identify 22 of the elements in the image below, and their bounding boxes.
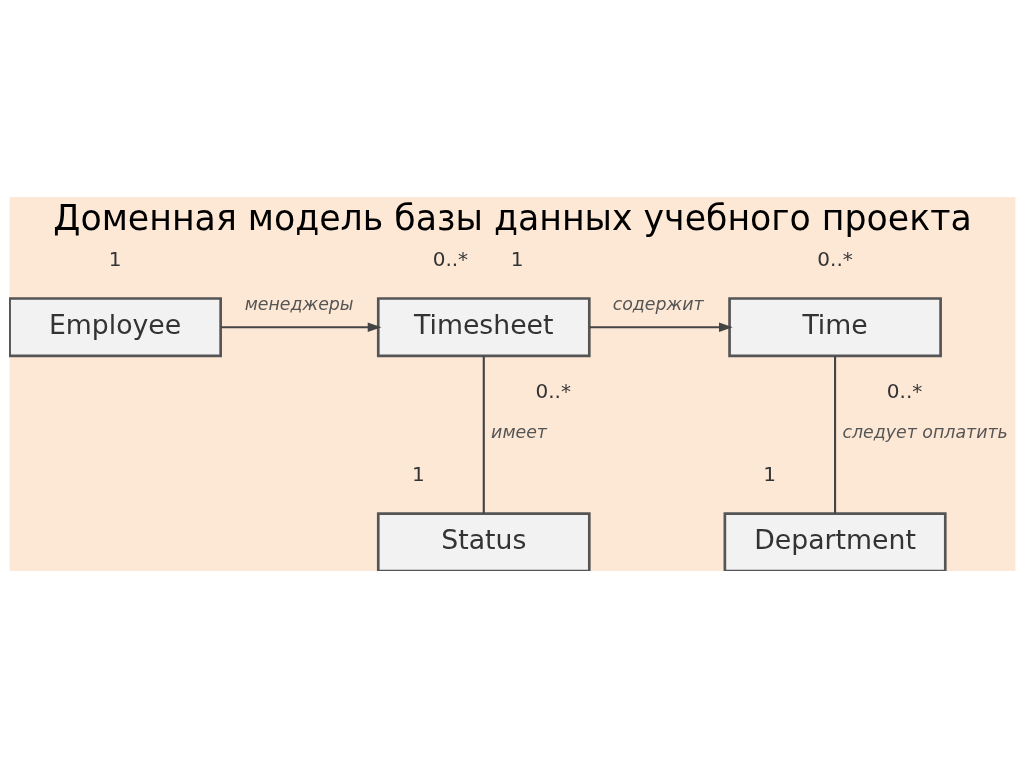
label: 0..*: [886, 379, 922, 404]
label: 0..*: [535, 379, 571, 404]
edge-label: менеджеры: [244, 294, 354, 315]
node-box: Employee: [8, 297, 222, 358]
node-box: Status: [376, 512, 591, 571]
edge-label: содержит: [612, 294, 704, 315]
label: 1: [510, 246, 524, 271]
label: 1: [108, 246, 121, 271]
node-box: Timesheet: [376, 297, 591, 358]
node-box: Time: [727, 297, 942, 358]
edge-label: имеет: [490, 421, 547, 442]
connector: [482, 356, 485, 514]
arrow: [589, 322, 733, 332]
arrow: [220, 322, 381, 332]
label: 0..*: [816, 246, 853, 271]
label: 1: [411, 461, 425, 486]
connector: [833, 356, 836, 514]
label: 1: [762, 461, 776, 486]
label: 0..*: [432, 246, 468, 271]
edge-label: следует оплатить: [841, 421, 1008, 442]
diagram-title: Доменная модель базы данных учебного проекта: [52, 198, 972, 239]
node-box: Department: [723, 512, 947, 571]
